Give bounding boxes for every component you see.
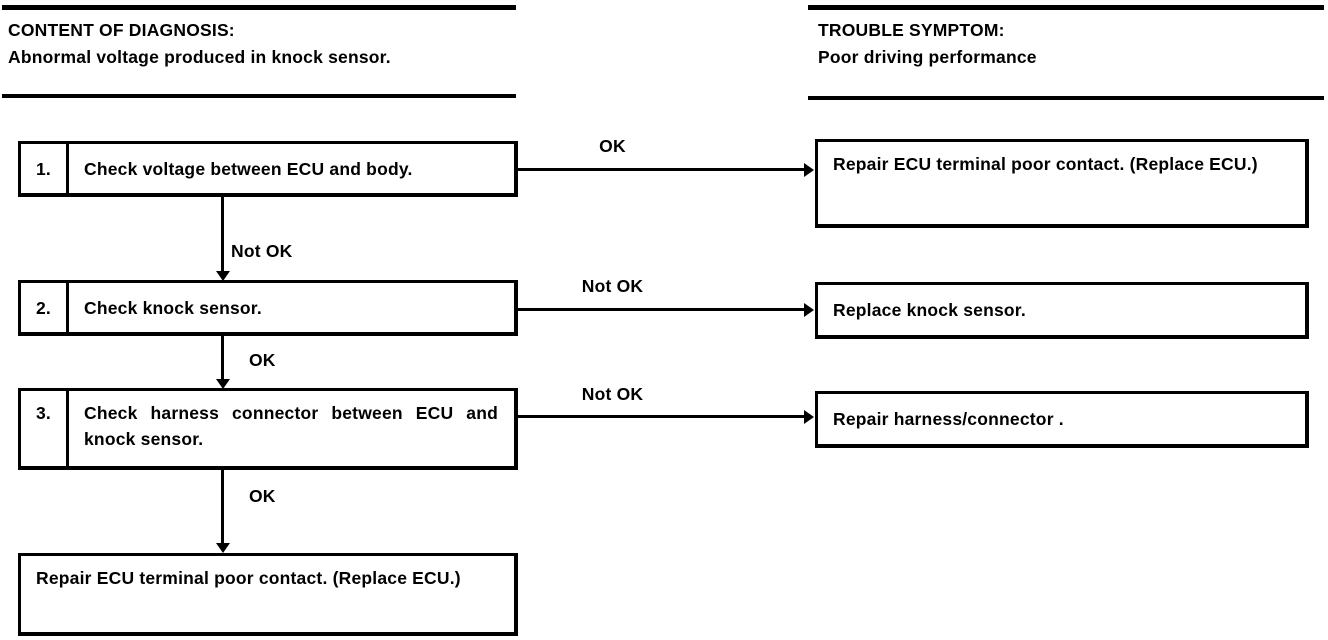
- step-2-down-arrowhead: [216, 379, 230, 389]
- step-2-down-line: [221, 336, 224, 381]
- step-3-right-arrowhead: [804, 410, 814, 424]
- step-1-box: 1. Check voltage between ECU and body.: [18, 141, 518, 197]
- step-3-right-line: [518, 415, 805, 418]
- final-box: Repair ECU terminal poor contact. (Repla…: [18, 553, 518, 636]
- result-1-box: Repair ECU terminal poor contact. (Repla…: [815, 139, 1309, 228]
- step-1-number: 1.: [21, 144, 69, 193]
- final-text: Repair ECU terminal poor contact. (Repla…: [36, 568, 461, 588]
- step-2-number: 2.: [21, 283, 69, 332]
- step-3-down-label: OK: [249, 486, 276, 506]
- result-2-text: Replace knock sensor.: [833, 300, 1026, 320]
- step-1-right-arrowhead: [804, 163, 814, 177]
- symptom-bottom-rule: [808, 96, 1324, 100]
- result-2-box: Replace knock sensor.: [815, 282, 1309, 339]
- step-3-box: 3. Check harness connector between ECU a…: [18, 388, 518, 470]
- step-3-number: 3.: [21, 391, 69, 466]
- diagnosis-top-rule: [2, 5, 516, 10]
- step-1-down-arrowhead: [216, 271, 230, 281]
- diagnosis-bottom-rule: [2, 94, 516, 98]
- step-1-right-label: OK: [599, 136, 626, 156]
- diagnosis-subtitle: Abnormal voltage produced in knock senso…: [8, 47, 391, 67]
- symptom-header: TROUBLE SYMPTOM: Poor driving performanc…: [818, 17, 1318, 71]
- step-1-right-line: [518, 168, 805, 171]
- diagnosis-title: CONTENT OF DIAGNOSIS:: [8, 20, 235, 40]
- step-2-right-label: Not OK: [581, 276, 644, 296]
- result-3-box: Repair harness/connector .: [815, 391, 1309, 448]
- step-3-down-arrowhead: [216, 543, 230, 553]
- step-1-down-label: Not OK: [231, 241, 293, 261]
- step-3-right-label: Not OK: [581, 384, 644, 404]
- step-1-down-line: [221, 197, 224, 273]
- result-3-text: Repair harness/connector .: [833, 409, 1064, 429]
- step-2-down-label: OK: [249, 350, 276, 370]
- step-2-right-arrowhead: [804, 303, 814, 317]
- step-2-box: 2. Check knock sensor.: [18, 280, 518, 336]
- step-2-right-line: [518, 308, 805, 311]
- symptom-top-rule: [808, 5, 1324, 10]
- step-1-text: Check voltage between ECU and body.: [84, 158, 413, 179]
- symptom-title: TROUBLE SYMPTOM:: [818, 20, 1005, 40]
- diagnosis-header: CONTENT OF DIAGNOSIS: Abnormal voltage p…: [8, 17, 513, 71]
- symptom-subtitle: Poor driving performance: [818, 47, 1037, 67]
- step-3-down-line: [221, 470, 224, 545]
- result-1-text: Repair ECU terminal poor contact. (Repla…: [833, 154, 1258, 174]
- step-3-text: Check harness connector between ECU and …: [84, 403, 498, 449]
- step-2-text: Check knock sensor.: [84, 297, 262, 318]
